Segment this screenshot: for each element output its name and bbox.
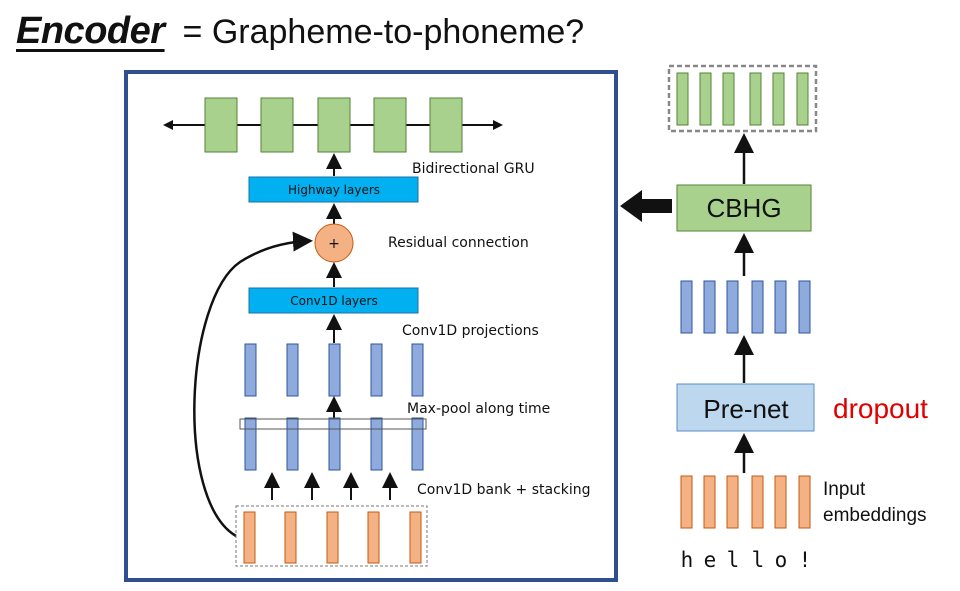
prenet-label: Pre-net xyxy=(703,394,789,424)
input-char: h xyxy=(681,548,694,572)
cbhg-label: CBHG xyxy=(706,193,781,223)
embedding-bar xyxy=(751,475,764,529)
input-bar xyxy=(367,511,380,564)
bank-bar xyxy=(328,417,341,471)
output-bar xyxy=(699,72,712,126)
bank-bar xyxy=(286,417,299,471)
input-bar xyxy=(243,511,256,564)
input-char: e xyxy=(704,548,717,572)
cbhg-input-box xyxy=(235,505,428,567)
gru-cell xyxy=(204,97,238,153)
output-bar xyxy=(749,72,762,126)
output-bar xyxy=(722,72,735,126)
input-embeddings-label-line2: embeddings xyxy=(823,505,927,526)
input-char: ! xyxy=(799,548,812,572)
cbhg-detail-frame xyxy=(124,70,618,582)
maxpool-label: Max-pool along time xyxy=(407,401,550,417)
input-bar xyxy=(284,511,297,564)
embedding-bar xyxy=(703,475,716,529)
title-main: Encoder xyxy=(16,10,165,52)
encoder-output-box xyxy=(667,64,818,133)
plus-icon: + xyxy=(328,236,340,252)
projection-bar xyxy=(328,343,341,397)
prenet-output-bar xyxy=(680,280,693,334)
projection-bar xyxy=(286,343,299,397)
left-arrow-icon xyxy=(620,190,672,222)
conv1d-layers-label: Conv1D layers xyxy=(290,294,377,308)
input-char: o xyxy=(775,548,788,572)
input-bar xyxy=(326,511,339,564)
output-bar xyxy=(772,72,785,126)
cbhg-box xyxy=(676,184,812,232)
prenet-output-bar xyxy=(798,280,811,334)
residual-connection-arrow xyxy=(193,231,313,538)
bank-bar xyxy=(411,417,424,471)
output-bar xyxy=(796,72,809,126)
residual-label: Residual connection xyxy=(388,235,529,251)
maxpool-window xyxy=(239,418,427,430)
gru-cell xyxy=(260,97,294,153)
embedding-bar xyxy=(726,475,739,529)
bank-label: Conv1D bank + stacking xyxy=(417,482,591,498)
highway-label: Highway layers xyxy=(288,183,380,197)
dropout-label: dropout xyxy=(833,393,928,424)
highway-layers-box xyxy=(248,176,419,203)
bank-bar xyxy=(244,417,257,471)
prenet-output-bar xyxy=(751,280,764,334)
slide-title: Encoder = Grapheme-to-phoneme? xyxy=(16,10,584,60)
input-embeddings-label-line1: Input xyxy=(823,479,866,500)
gru-cell xyxy=(429,97,463,153)
conv1d-layers-box xyxy=(248,287,419,314)
gru-label: Bidirectional GRU xyxy=(412,161,535,177)
embedding-bar xyxy=(680,475,693,529)
prenet-box xyxy=(676,383,815,432)
prenet-output-bar xyxy=(774,280,787,334)
bank-bar xyxy=(370,417,383,471)
embedding-bar xyxy=(798,475,811,529)
projection-bar xyxy=(370,343,383,397)
embedding-bar xyxy=(774,475,787,529)
projection-bar xyxy=(411,343,424,397)
input-char: l xyxy=(752,548,765,572)
output-bar xyxy=(676,72,689,126)
gru-cell xyxy=(373,97,407,153)
projections-label: Conv1D projections xyxy=(402,323,539,339)
projection-bar xyxy=(244,343,257,397)
prenet-output-bar xyxy=(726,280,739,334)
prenet-output-bar xyxy=(703,280,716,334)
input-char: l xyxy=(727,548,740,572)
gru-cell xyxy=(317,97,351,153)
title-subtitle: = Grapheme-to-phoneme? xyxy=(182,13,585,51)
input-bar xyxy=(409,511,422,564)
